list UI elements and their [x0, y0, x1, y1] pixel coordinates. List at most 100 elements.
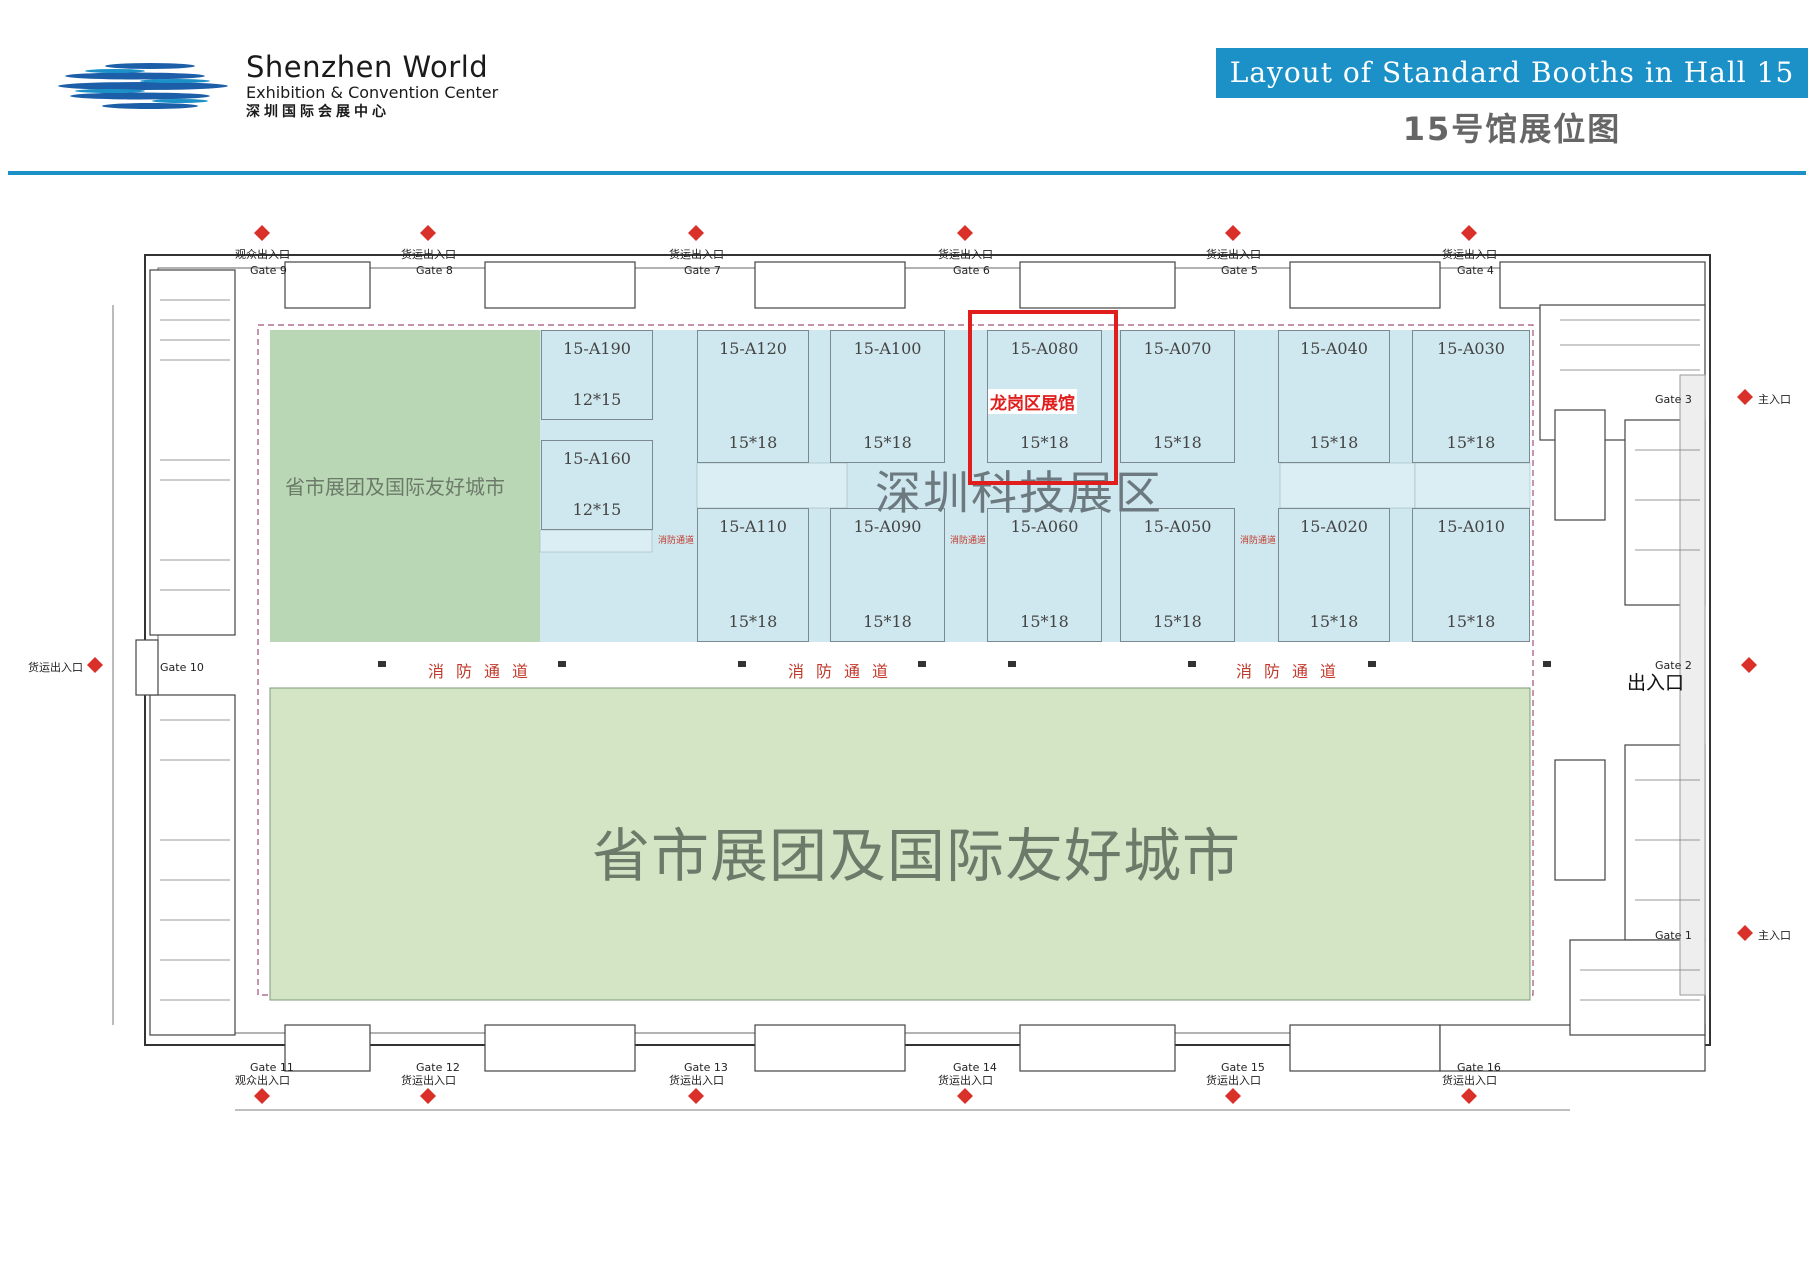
booth-size: 15*18	[1020, 433, 1069, 452]
gate-15-icon	[1225, 1088, 1241, 1104]
page-title-en: Layout of Standard Booths in Hall 15	[1216, 48, 1808, 98]
booth-size: 15*18	[728, 433, 778, 452]
gate-id-bottom-6: Gate 16	[1457, 1061, 1501, 1074]
booth-id: 15-A010	[1437, 517, 1505, 536]
gate-6-icon	[957, 225, 973, 241]
gate-label-right-2: 主入口	[1758, 929, 1791, 942]
gate-9-icon	[254, 225, 270, 241]
gate-label-right-1: 主入口	[1758, 393, 1791, 406]
booth-size: 15*18	[863, 612, 912, 631]
gate-4-icon	[1461, 225, 1477, 241]
fire-lane-label-2: 消防通道	[788, 662, 901, 681]
booth-size: 15*18	[1020, 612, 1069, 631]
fire-passage-small-2: 消防通道	[950, 536, 987, 546]
booth-size: 12*15	[572, 390, 622, 409]
gate-10-icon	[87, 657, 103, 673]
booth-15-a160: 15-A160 12*15	[541, 440, 653, 530]
gate-id-top-2: Gate 8	[416, 264, 453, 277]
logo-waves-icon	[55, 58, 230, 118]
gate-13-icon	[688, 1088, 704, 1104]
gate-id-bottom-1: Gate 11	[250, 1061, 294, 1074]
booth-size: 15*18	[1446, 433, 1496, 452]
gate-label-top-5: 货运出入口	[1206, 248, 1261, 261]
booth-size: 15*18	[1309, 612, 1359, 631]
booth-size: 15*18	[1153, 612, 1202, 631]
booth-size: 12*15	[572, 500, 622, 519]
booth-size: 15*18	[1153, 433, 1202, 452]
gate-label-top-1: 观众出入口	[235, 248, 290, 261]
gate-label-bottom-6: 货运出入口	[1442, 1074, 1497, 1087]
gate-5-icon	[1225, 225, 1241, 241]
page-title-cn: 15号馆展位图	[1402, 110, 1622, 148]
booth-size: 15*18	[863, 433, 912, 452]
zone-top-left-label: 省市展团及国际友好城市	[285, 475, 505, 499]
booth-15-a110: 15-A110 15*18	[697, 508, 809, 642]
gate-id-bottom-4: Gate 14	[953, 1061, 997, 1074]
tech-zone-label: 深圳科技展区	[875, 466, 1163, 520]
booth-id: 15-A190	[563, 339, 631, 358]
zone-bottom-label: 省市展团及国际友好城市	[592, 822, 1242, 890]
fire-lane-label-3: 消防通道	[1236, 662, 1349, 681]
gate-11-icon	[254, 1088, 270, 1104]
gate-14-icon	[957, 1088, 973, 1104]
booth-id: 15-A030	[1437, 339, 1505, 358]
gate-id-right-1: Gate 3	[1655, 393, 1692, 406]
gate-id-top-4: Gate 6	[953, 264, 990, 277]
gate-label-bottom-4: 货运出入口	[938, 1074, 993, 1087]
booth-15-a070: 15-A070 15*18	[1120, 330, 1235, 463]
gate-label-bottom-5: 货运出入口	[1206, 1074, 1261, 1087]
exit-label: 出入口	[1627, 672, 1685, 694]
gate-id-top-6: Gate 4	[1457, 264, 1494, 277]
fire-passage-small-1: 消防通道	[658, 536, 695, 546]
booth-id: 15-A160	[563, 449, 631, 468]
booth-id: 15-A050	[1143, 517, 1212, 536]
gate-label-bottom-3: 货运出入口	[669, 1074, 724, 1087]
gate-label-bottom-2: 货运出入口	[401, 1074, 456, 1087]
gate-id-top-3: Gate 7	[684, 264, 721, 277]
booth-id: 15-A080	[1010, 339, 1079, 358]
gate-label-bottom-1: 观众出入口	[235, 1074, 290, 1087]
booth-id: 15-A110	[719, 517, 787, 536]
gate-id-bottom-5: Gate 15	[1221, 1061, 1265, 1074]
booth-15-a060: 15-A060 15*18	[987, 508, 1102, 642]
gate-label-top-2: 货运出入口	[401, 248, 456, 261]
fire-lane-label-1: 消防通道	[428, 662, 541, 681]
gate-id-left: Gate 10	[160, 661, 204, 674]
gate-id-bottom-3: Gate 13	[684, 1061, 728, 1074]
highlight-label: 龙岗区展馆	[988, 389, 1077, 414]
brand-subtitle: Exhibition & Convention Center	[246, 83, 499, 102]
booth-15-a030: 15-A030 15*18	[1412, 330, 1530, 463]
booth-id: 15-A120	[719, 339, 787, 358]
gate-2-icon	[1741, 657, 1757, 673]
gate-1-icon	[1737, 925, 1753, 941]
booth-id: 15-A060	[1010, 517, 1079, 536]
gate-id-top-1: Gate 9	[250, 264, 287, 277]
gate-16-icon	[1461, 1088, 1477, 1104]
booth-id: 15-A070	[1143, 339, 1212, 358]
brand-cn: 深圳国际会展中心	[246, 104, 390, 120]
gate-id-right-mid: Gate 2	[1655, 659, 1692, 672]
booth-size: 15*18	[1446, 612, 1496, 631]
booth-15-a010: 15-A010 15*18	[1412, 508, 1530, 642]
gate-12-icon	[420, 1088, 436, 1104]
booth-id: 15-A040	[1300, 339, 1368, 358]
gate-3-icon	[1737, 389, 1753, 405]
gate-8-icon	[420, 225, 436, 241]
booth-15-a050: 15-A050 15*18	[1120, 508, 1235, 642]
gate-id-right-2: Gate 1	[1655, 929, 1692, 942]
brand-name: Shenzhen World	[246, 50, 489, 84]
gate-label-left: 货运出入口	[28, 661, 83, 674]
highlight-box	[968, 310, 1118, 485]
booth-size: 15*18	[728, 612, 778, 631]
header-divider	[8, 171, 1806, 175]
booth-id: 15-A100	[853, 339, 922, 358]
gate-label-top-6: 货运出入口	[1442, 248, 1497, 261]
gate-label-top-4: 货运出入口	[938, 248, 993, 261]
booth-15-a190: 15-A190 12*15	[541, 330, 653, 420]
gate-id-bottom-2: Gate 12	[416, 1061, 460, 1074]
gate-label-top-3: 货运出入口	[669, 248, 724, 261]
